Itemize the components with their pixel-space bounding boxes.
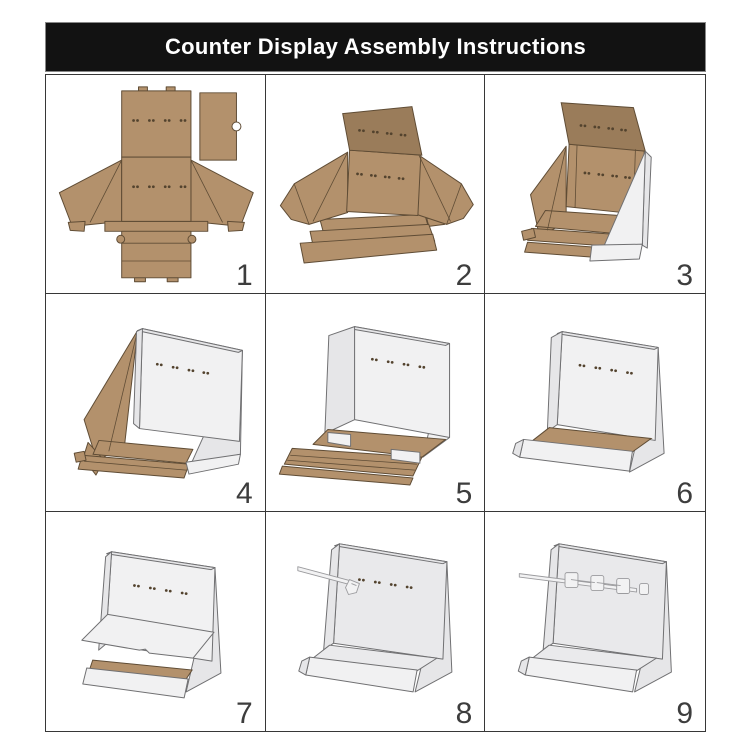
step-number: 3 <box>676 258 693 292</box>
steps-grid: 1 <box>45 74 706 732</box>
step-panel-9: 9 <box>485 512 705 731</box>
base-flaps-open-illustration <box>278 325 450 486</box>
side-panels-folded-illustration <box>73 327 243 479</box>
step-panel-5: 5 <box>265 293 486 513</box>
step-panel-7: 7 <box>46 512 266 731</box>
page-title: Counter Display Assembly Instructions <box>164 34 587 59</box>
step-panel-8: 8 <box>266 512 486 731</box>
title-bar: Counter Display Assembly Instructions <box>45 22 706 72</box>
flat-die-cut-blank-illustration <box>58 86 254 283</box>
step-number: 7 <box>235 697 253 730</box>
peg-hooks-row-icon <box>519 572 650 596</box>
step-panel-6: 6 <box>485 294 705 513</box>
step-panel-2: 2 <box>265 75 486 294</box>
peg-hook-icon <box>297 566 360 596</box>
step-number: 4 <box>235 477 253 511</box>
step-number: 9 <box>676 697 693 730</box>
base-tray-formed-illustration <box>512 330 665 473</box>
step-number: 1 <box>235 258 253 292</box>
back-panel-folded-up-illustration <box>279 106 474 264</box>
instruction-sheet: Counter Display Assembly Instructions <box>45 22 706 732</box>
insert-peg-hook-illustration <box>297 543 453 693</box>
step-number: 8 <box>455 697 473 730</box>
step-panel-4: 4 <box>46 293 266 513</box>
side-panels-folding-in-illustration <box>521 102 653 262</box>
step-panel-3: 3 <box>485 75 705 294</box>
step-number: 2 <box>455 258 473 292</box>
step-panel-1: 1 <box>46 75 266 294</box>
step-number: 5 <box>455 477 473 511</box>
front-shelf-folded-down-illustration <box>81 551 222 699</box>
all-peg-hooks-installed-illustration <box>518 543 673 693</box>
step-number: 6 <box>676 477 693 511</box>
